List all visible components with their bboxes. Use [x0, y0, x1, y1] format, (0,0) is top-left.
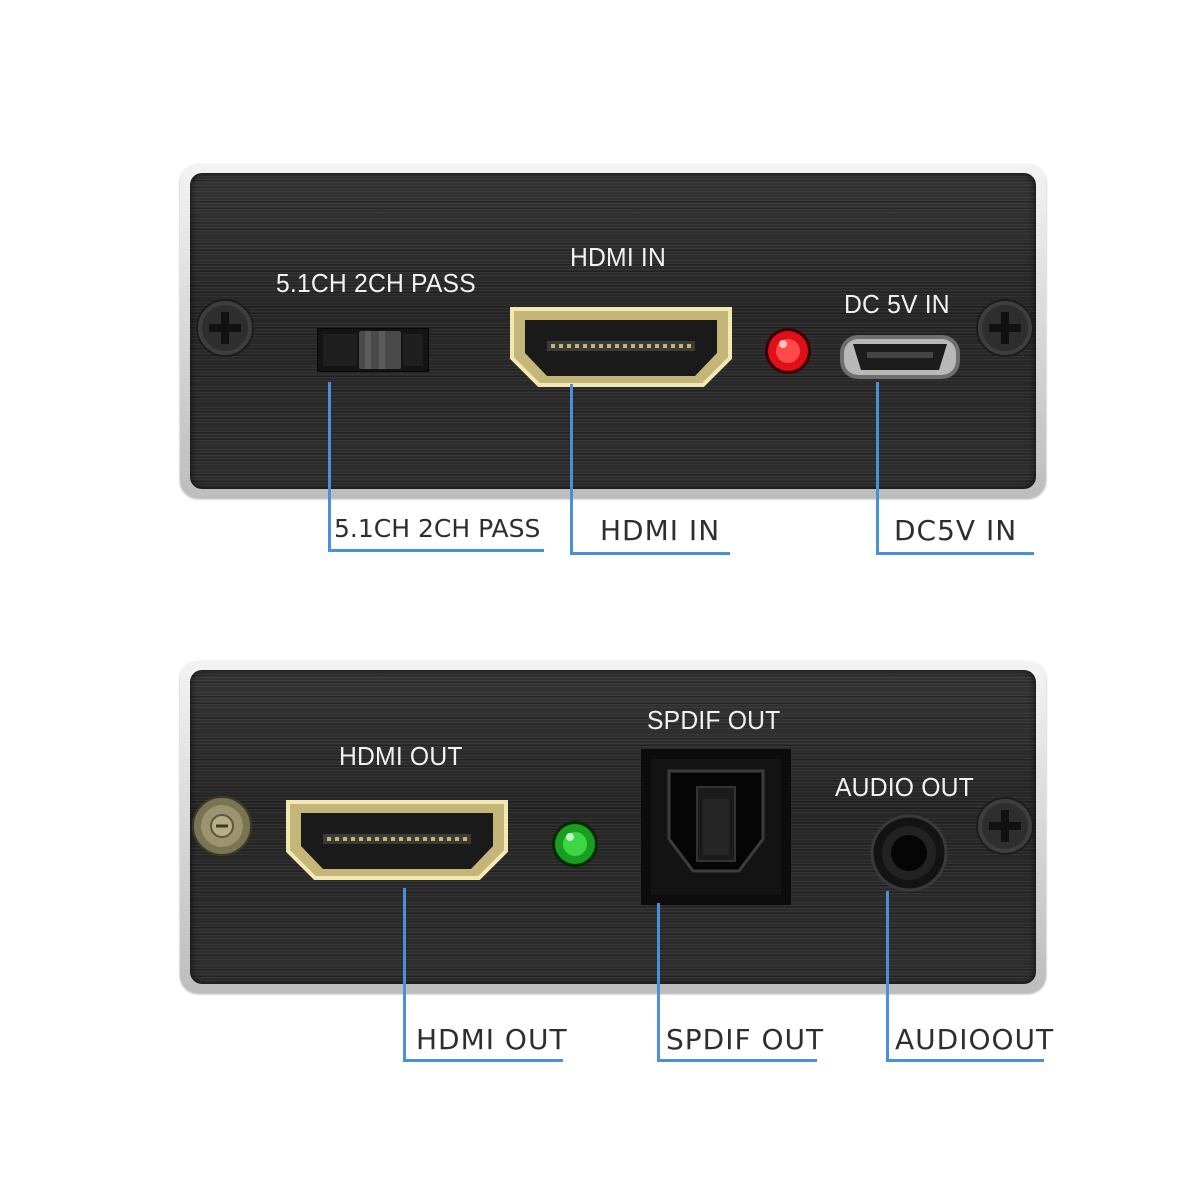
switch-panel-label: 5.1CH 2CH PASS [276, 268, 476, 298]
callout-underline-dc-in [876, 552, 1034, 555]
callout-underline-hdmi-out [403, 1059, 563, 1062]
callout-label-hdmi-in: HDMI IN [600, 514, 721, 547]
screw-icon [976, 299, 1034, 357]
screw-icon [976, 797, 1034, 855]
led-icon [552, 821, 598, 867]
hdmi-in-panel-label: HDMI IN [570, 242, 667, 272]
screw-icon [196, 299, 254, 357]
callout-label-spdif-out: SPDIF OUT [666, 1023, 825, 1056]
callout-label-hdmi-out: HDMI OUT [416, 1023, 568, 1056]
callout-underline-switch [328, 549, 544, 552]
callout-underline-spdif-out [657, 1059, 817, 1062]
mode-switch[interactable] [317, 328, 429, 372]
hdmi-out-panel-label: HDMI OUT [339, 741, 463, 771]
callout-label-dc-in: DC5V IN [894, 514, 1018, 547]
audio-out-panel-label: AUDIO OUT [835, 772, 974, 802]
dip-dial-icon [192, 796, 252, 856]
hdmi-in-port-icon[interactable] [507, 304, 735, 390]
callout-label-audio-out: AUDIOOUT [895, 1023, 1055, 1056]
audio-jack-icon[interactable] [869, 813, 949, 893]
callout-underline-audio-out [886, 1059, 1044, 1062]
led-icon [765, 328, 811, 374]
toslink-port-icon[interactable] [641, 749, 791, 905]
callout-underline-hdmi-in [570, 552, 730, 555]
dc-in-panel-label: DC 5V IN [844, 289, 950, 319]
spdif-out-panel-label: SPDIF OUT [647, 705, 781, 735]
micro-usb-port-icon[interactable] [839, 334, 961, 380]
callout-label-switch: 5.1CH 2CH PASS [334, 514, 541, 543]
hdmi-out-port-icon[interactable] [283, 797, 511, 883]
